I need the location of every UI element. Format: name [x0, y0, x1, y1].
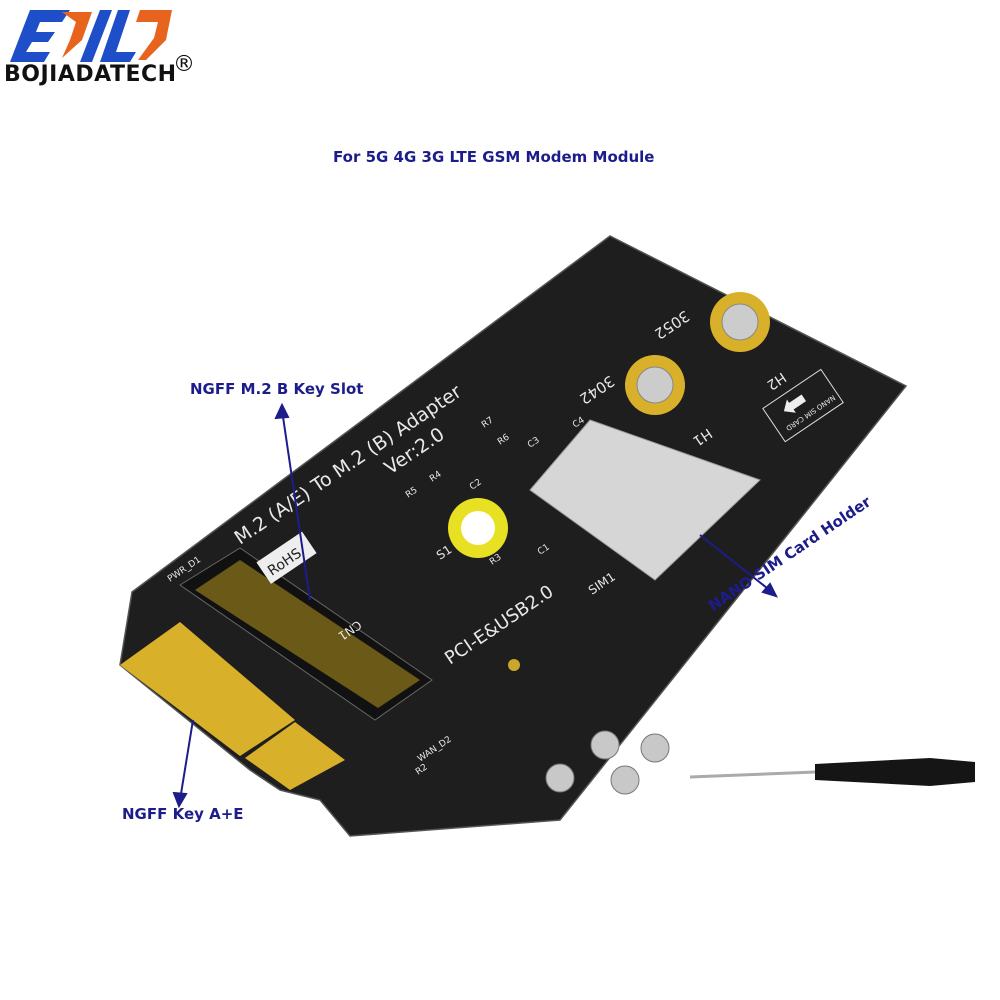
gold-fingers-side	[245, 722, 345, 790]
product-title: For 5G 4G 3G LTE GSM Modem Module	[333, 148, 655, 166]
insert-arrow-icon	[783, 394, 807, 413]
callout-key-ae: NGFF Key A+E	[122, 805, 244, 823]
gold-fingers-main	[120, 622, 295, 756]
registered-mark: ®	[173, 52, 195, 77]
screwdriver	[689, 758, 975, 786]
callout-b-key-slot: NGFF M.2 B Key Slot	[190, 380, 364, 398]
callout-arrows	[172, 402, 778, 809]
brand-logo	[10, 10, 172, 62]
adapter-board: RoHS M.2 (A/E) To M.2 (B) Adapter Ver:2.…	[119, 235, 908, 837]
brand-name: BOJIADATECH	[4, 62, 177, 87]
screws	[545, 730, 670, 795]
nano-sim-holder	[529, 419, 761, 581]
